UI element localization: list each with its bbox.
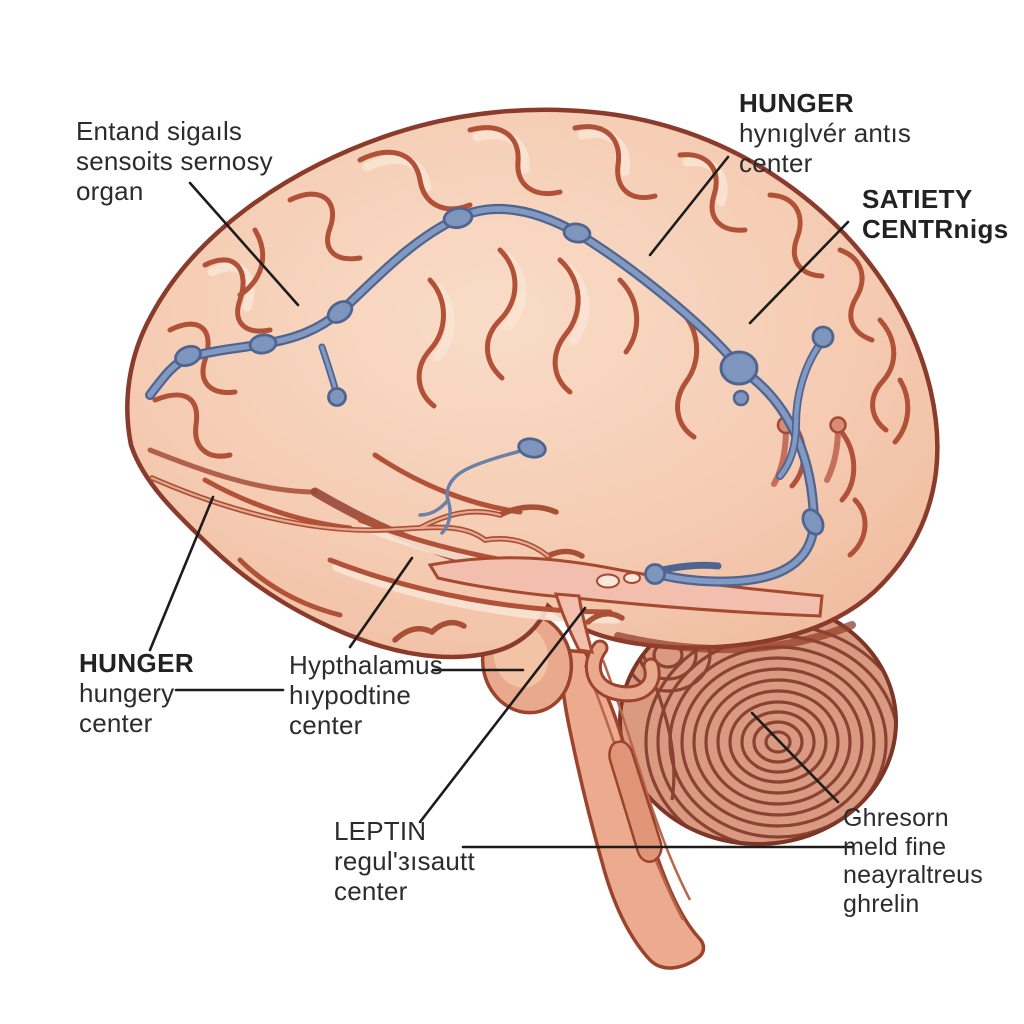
label-line: regul'зısautt [334,846,475,877]
label-line: Hypthalamus [289,650,443,680]
label-line: center [334,876,408,907]
label-hypothalamus: Hypthalamus hıypodtine center [289,650,443,740]
leader-hunger-top [648,155,730,257]
leader-lines [148,155,854,849]
leader-leptin-diagonal [418,606,587,824]
label-line: hynıglvér antıs [739,118,912,149]
label-ghrelin: Ghresorn meld fine neayraltreus ghrelin [843,804,983,918]
label-line: hungery [79,678,175,709]
medulla-ridge [608,740,663,863]
label-line: SATIETY [862,184,973,214]
label-line: HUNGER [739,88,855,118]
leader-ghrelin-diagonal [750,711,840,804]
vessels [149,415,847,643]
label-line: center [79,708,153,739]
label-line: LEPTIN [334,816,427,846]
leader-satiety [748,220,850,325]
label-satiety: SATIETY CENTRnigs [862,184,1009,244]
label-line: organ [76,176,144,207]
label-hunger-left: HUNGER hungery center [79,648,194,738]
label-line: Ghresorn [843,804,949,832]
label-line: ghrelin [843,889,920,918]
label-line: hıypodtine [289,680,411,711]
neural-pathway [145,204,835,587]
label-input-signals: Entand sigaıls sensoits sernosy organ [76,116,273,206]
label-line: center [739,148,813,179]
label-leptin: LEPTIN regul'зısautt center [334,816,475,906]
label-hunger-top: HUNGER hynıglvér antıs center [739,88,911,178]
label-line: CENTRnigs [862,214,1009,245]
leader-input-signals [188,181,300,307]
pathway-nodes [174,206,835,585]
label-line: neayraltreus [843,861,983,889]
temporal-branch [418,446,534,535]
label-line: Entand sigaıls [76,116,243,146]
label-line: HUNGER [79,648,195,678]
leader-hunger-left-diagonal [148,495,215,652]
cerebellum [618,598,898,846]
label-line: sensoits sernosy [76,146,273,177]
leader-hypothalamus-diagonal [348,556,414,649]
label-line: center [289,710,363,741]
pathway-junction [719,350,759,386]
cerebrum [125,107,940,660]
label-line: meld fine [843,832,947,861]
